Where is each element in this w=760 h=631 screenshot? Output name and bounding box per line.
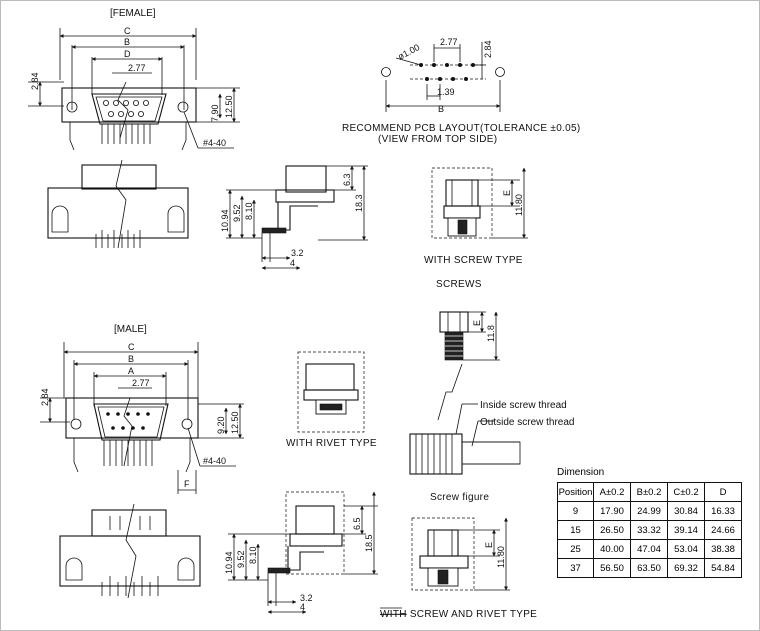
screws-e: E — [472, 320, 482, 326]
screws-view: SCREWS E 11.8 Inside screw thread Outsid… — [409, 279, 575, 503]
female-side-d63: 6.3 — [342, 173, 352, 186]
table-row: 15 26.50 33.32 39.14 24.66 — [557, 520, 742, 540]
pcb-layout: B 2.77 2.84 ø1.00 1.39 RECOMMEND PCB LAY… — [342, 37, 580, 145]
female-title: [FEMALE] — [110, 8, 156, 19]
screws-figure: Screw figure — [430, 492, 489, 503]
table-header-cell: Position — [557, 482, 594, 502]
male-side-d32: 3.2 — [300, 593, 313, 603]
male-dim-h284: 2.84 — [40, 388, 50, 406]
screw-type-d1180: 11.80 — [514, 194, 524, 216]
table-cell: 38.38 — [704, 539, 742, 559]
table-header-row: Position A±0.2 B±0.2 C±0.2 D — [557, 482, 742, 502]
screw-rivet-label-strike: WITH — [380, 609, 407, 620]
screw-rivet-label-rest: SCREW AND RIVET TYPE — [407, 609, 537, 620]
pcb-dim-b: B — [438, 104, 444, 114]
male-dim-f: F — [184, 479, 190, 489]
screw-rivet-e: E — [484, 542, 494, 548]
male-front-view: [MALE] C B A 2.77 2.84 — [40, 324, 244, 494]
screws-title: SCREWS — [436, 279, 482, 290]
female-side-view: 10.94 9.52 8.10 6.3 18.3 3.2 4 — [220, 165, 368, 270]
table-cell: 24.66 — [704, 520, 742, 540]
table-header-cell: A±0.2 — [593, 482, 631, 502]
female-side-d32: 3.2 — [291, 248, 304, 258]
table-cell: 54.84 — [704, 558, 742, 578]
male-dim-a: A — [128, 366, 134, 376]
female-dim-b: B — [124, 37, 130, 47]
table-cell: 56.50 — [593, 558, 631, 578]
table-header-cell: C±0.2 — [667, 482, 705, 502]
female-dim-pitch: 2.77 — [128, 63, 146, 73]
rivet-type-view: WITH RIVET TYPE — [286, 351, 377, 449]
pcb-dim-hole: ø1.00 — [396, 42, 421, 62]
male-side-view: 10.94 9.52 8.10 6.5 18.5 3.2 4 — [224, 491, 378, 614]
table-row: 9 17.90 24.99 30.84 16.33 — [557, 501, 742, 521]
female-dim-d: D — [124, 49, 131, 59]
female-side-d183: 18.3 — [354, 194, 364, 212]
table-cell: 37 — [557, 558, 594, 578]
screws-outside: Outside screw thread — [480, 417, 575, 428]
rivet-label: WITH RIVET TYPE — [286, 438, 377, 449]
female-side-d952: 9.52 — [232, 204, 242, 222]
table-cell: 69.32 — [667, 558, 705, 578]
table-cell: 40.00 — [593, 539, 631, 559]
screws-d118: 11.8 — [486, 325, 496, 342]
table-cell: 9 — [557, 501, 594, 521]
male-dim-screw: #4-40 — [203, 456, 226, 466]
male-side-d65: 6.5 — [352, 517, 362, 530]
female-bottom-view — [47, 159, 189, 249]
female-side-d1094: 10.94 — [220, 209, 230, 232]
table-cell: 15 — [557, 520, 594, 540]
male-side-d4: 4 — [300, 602, 305, 612]
male-dim-h920: 9.20 — [216, 416, 226, 434]
screw-rivet-d1180: 11.80 — [496, 546, 506, 568]
pcb-dim-pitch: 2.77 — [440, 37, 458, 47]
screw-type-view: E 11.80 WITH SCREW TYPE — [424, 167, 528, 266]
pcb-dim-row: 2.84 — [483, 40, 493, 58]
pcb-caption-line1: RECOMMEND PCB LAYOUT(TOLERANCE ±0.05) — [342, 123, 580, 134]
table-header-cell: D — [704, 482, 742, 502]
screws-inside: Inside screw thread — [480, 400, 567, 411]
table-cell: 63.50 — [630, 558, 668, 578]
table-cell: 33.32 — [630, 520, 668, 540]
table-cell: 17.90 — [593, 501, 631, 521]
dimension-table: Position A±0.2 B±0.2 C±0.2 D 9 17.90 24.… — [557, 482, 742, 578]
table-cell: 24.99 — [630, 501, 668, 521]
table-cell: 30.84 — [667, 501, 705, 521]
table-cell: 26.50 — [593, 520, 631, 540]
screw-type-label: WITH SCREW TYPE — [424, 255, 523, 266]
table-cell: 53.04 — [667, 539, 705, 559]
male-side-d185: 18.5 — [364, 534, 374, 552]
table-cell: 16.33 — [704, 501, 742, 521]
male-dim-h1250: 12.50 — [230, 411, 240, 434]
female-dim-h790: 7.90 — [210, 104, 220, 122]
male-dim-pitch: 2.77 — [132, 378, 150, 388]
male-title: [MALE] — [114, 324, 147, 335]
male-side-d952: 9.52 — [236, 550, 246, 568]
male-side-d810: 8.10 — [248, 546, 258, 564]
pcb-dim-139: 1.39 — [437, 87, 455, 97]
pcb-caption-line2: (VIEW FROM TOP SIDE) — [378, 134, 497, 145]
table-cell: 25 — [557, 539, 594, 559]
female-side-d810: 8.10 — [244, 202, 254, 220]
table-cell: 47.04 — [630, 539, 668, 559]
female-front-view: [FEMALE] C B D 2.77 2.84 — [28, 8, 240, 151]
female-dim-h284: 2.84 — [30, 72, 40, 90]
female-side-d4: 4 — [290, 258, 295, 268]
male-side-d1094: 10.94 — [224, 551, 234, 574]
screw-rivet-label: WITH SCREW AND RIVET TYPE — [380, 609, 537, 620]
table-row: 25 40.00 47.04 53.04 38.38 — [557, 539, 742, 559]
table-header-cell: B±0.2 — [630, 482, 668, 502]
female-dim-screw: #4-40 — [203, 138, 226, 148]
male-dim-b: B — [128, 354, 134, 364]
dimension-table-title: Dimension — [557, 467, 605, 478]
male-dim-c: C — [128, 342, 135, 352]
female-dim-c: C — [124, 26, 131, 36]
female-dim-h1250: 12.50 — [224, 95, 234, 118]
table-row: 37 56.50 63.50 69.32 54.84 — [557, 558, 742, 578]
male-bottom-view — [59, 503, 201, 599]
screw-rivet-type-view: E 11.80 WITH SCREW AND RIVET TYPE — [380, 517, 537, 620]
screw-type-e: E — [502, 190, 512, 196]
table-cell: 39.14 — [667, 520, 705, 540]
